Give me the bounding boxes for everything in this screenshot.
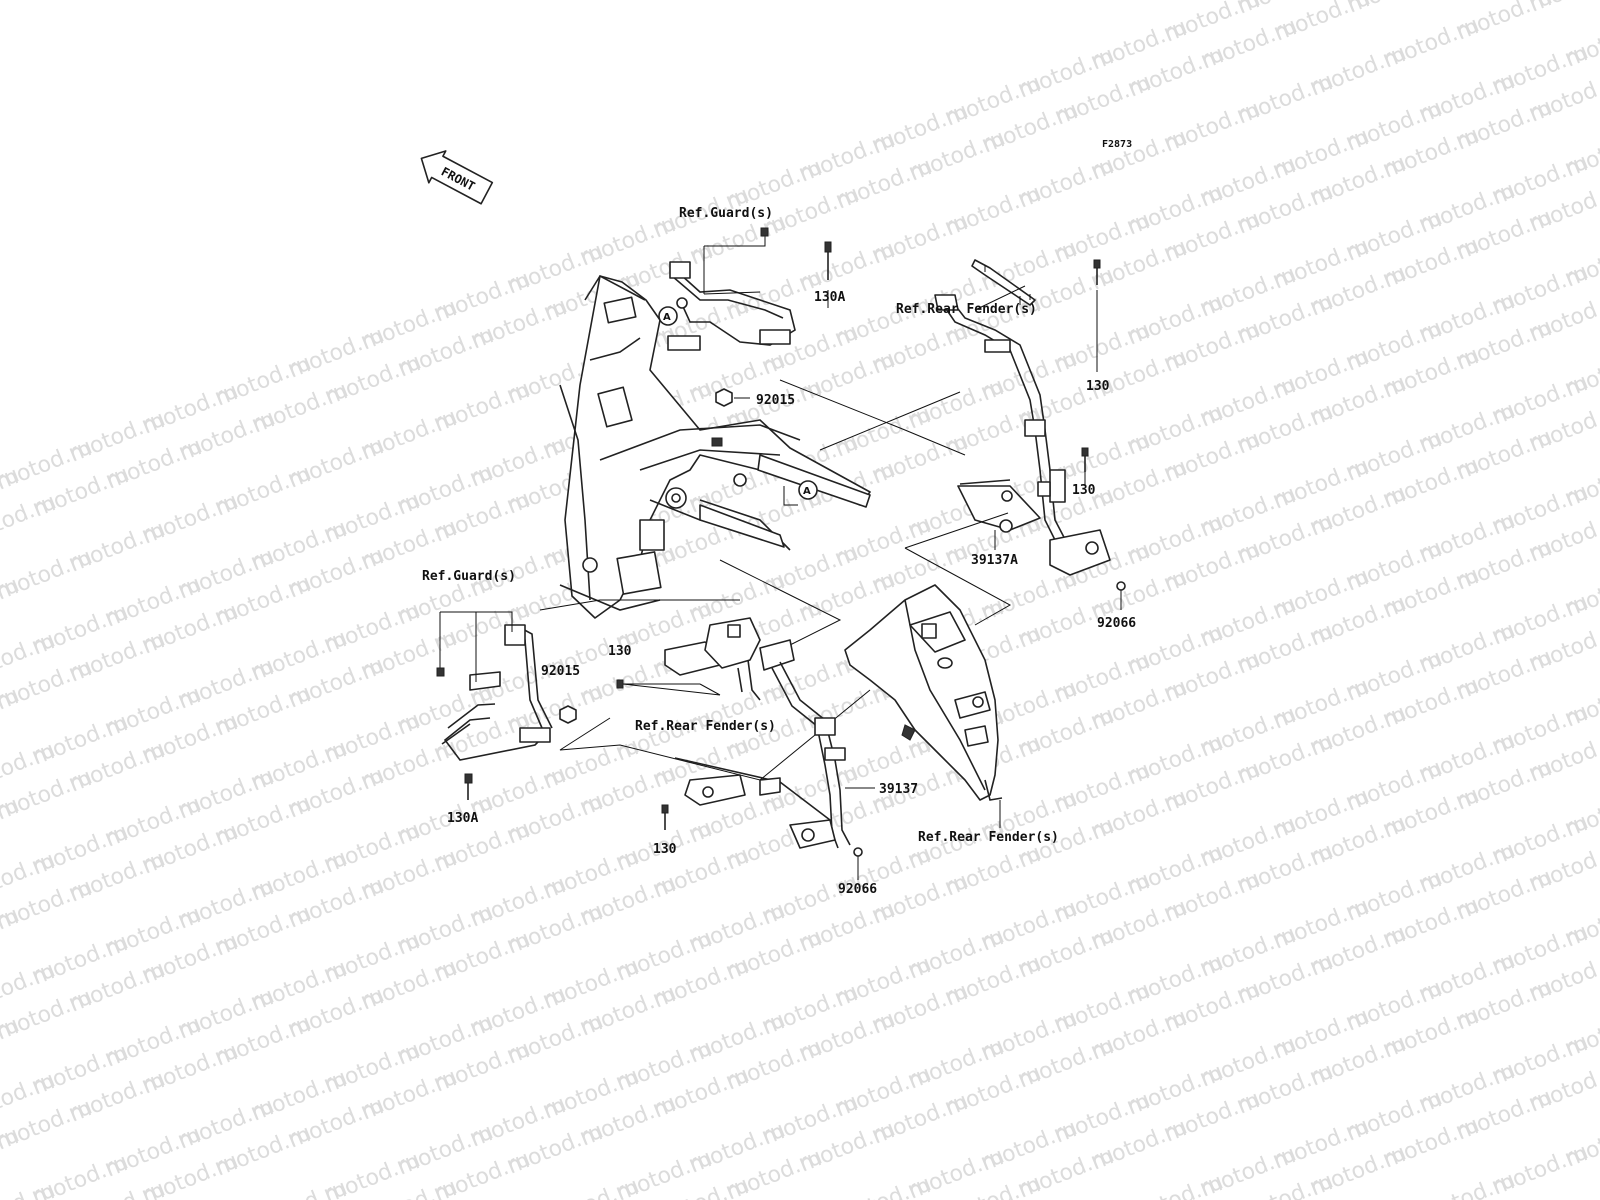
label-92066-right: 92066	[1097, 616, 1136, 631]
main-frame	[559, 274, 871, 619]
guard-bracket-top	[667, 261, 796, 351]
label-130a-top: 130A	[814, 290, 845, 305]
guard-bracket-left	[441, 624, 553, 761]
watermark-text: motod.ru	[1562, 12, 1600, 73]
label-130-center: 130	[608, 644, 632, 659]
label-39137a: 39137A	[971, 553, 1018, 568]
bolt-icon	[436, 667, 445, 677]
label-130-bottom: 130	[653, 842, 677, 857]
label-ref-rear-fender-bottom: Ref.Rear Fender(s)	[918, 830, 1059, 845]
watermark-text: motod.ru	[1562, 782, 1600, 843]
svg-text:A: A	[663, 312, 671, 323]
watermark-text: motod.ru	[1562, 672, 1600, 733]
watermark-text: motod.ru	[1526, 0, 1600, 18]
rear-fender	[844, 584, 1003, 801]
watermark-text: motod.ru	[1562, 1112, 1600, 1173]
label-92015-left: 92015	[541, 664, 580, 679]
nut-92015-left	[559, 705, 577, 724]
bolt-130a-top	[824, 241, 832, 280]
washer-92066-bottom	[853, 847, 863, 857]
fender-mount-top-right	[971, 259, 1036, 311]
washer-92066-right	[1116, 581, 1126, 591]
fender-mount-center	[664, 617, 795, 701]
label-ref-guard-top: Ref.Guard(s)	[679, 206, 773, 221]
nut-92015-top	[715, 388, 733, 407]
bolt-130-bottom	[661, 804, 669, 830]
label-130-right-top: 130	[1086, 379, 1110, 394]
watermark-text: motod.ru	[1562, 232, 1600, 293]
bolt-130-right-top	[1093, 259, 1101, 285]
watermark-text: motod.ru	[1562, 892, 1600, 953]
watermark-text: motod.ru	[1562, 1002, 1600, 1063]
svg-text:A: A	[803, 486, 811, 497]
watermark-text: motod.ru	[1344, 0, 1447, 19]
diagram-code: F2873	[1102, 139, 1132, 150]
watermark-text: motod.ru	[1562, 342, 1600, 403]
bolt-130a-bottom	[464, 773, 473, 800]
marker-a-top: A	[658, 306, 678, 326]
watermark-text: motod.ru	[1562, 452, 1600, 513]
front-arrow-icon: FRONT	[420, 150, 494, 205]
bracket-39137	[674, 661, 851, 849]
label-92015-top: 92015	[756, 393, 795, 408]
bolt-icon	[760, 227, 769, 237]
watermark-text: motod.ru	[1562, 562, 1600, 623]
label-130a-bottom: 130A	[447, 811, 478, 826]
bracket-39137a	[934, 294, 1111, 576]
bolt-130-right-mid	[1081, 447, 1089, 472]
label-130-right-mid: 130	[1072, 483, 1096, 498]
watermark-text: motod.ru	[1562, 122, 1600, 183]
marker-a-frame: A	[783, 480, 818, 506]
label-39137: 39137	[879, 782, 918, 797]
label-ref-rear-fender-top: Ref.Rear Fender(s)	[896, 302, 1037, 317]
label-92066-bottom: 92066	[838, 882, 877, 897]
label-ref-guard-left: Ref.Guard(s)	[422, 569, 516, 584]
label-ref-rear-fender-mid: Ref.Rear Fender(s)	[635, 719, 776, 734]
